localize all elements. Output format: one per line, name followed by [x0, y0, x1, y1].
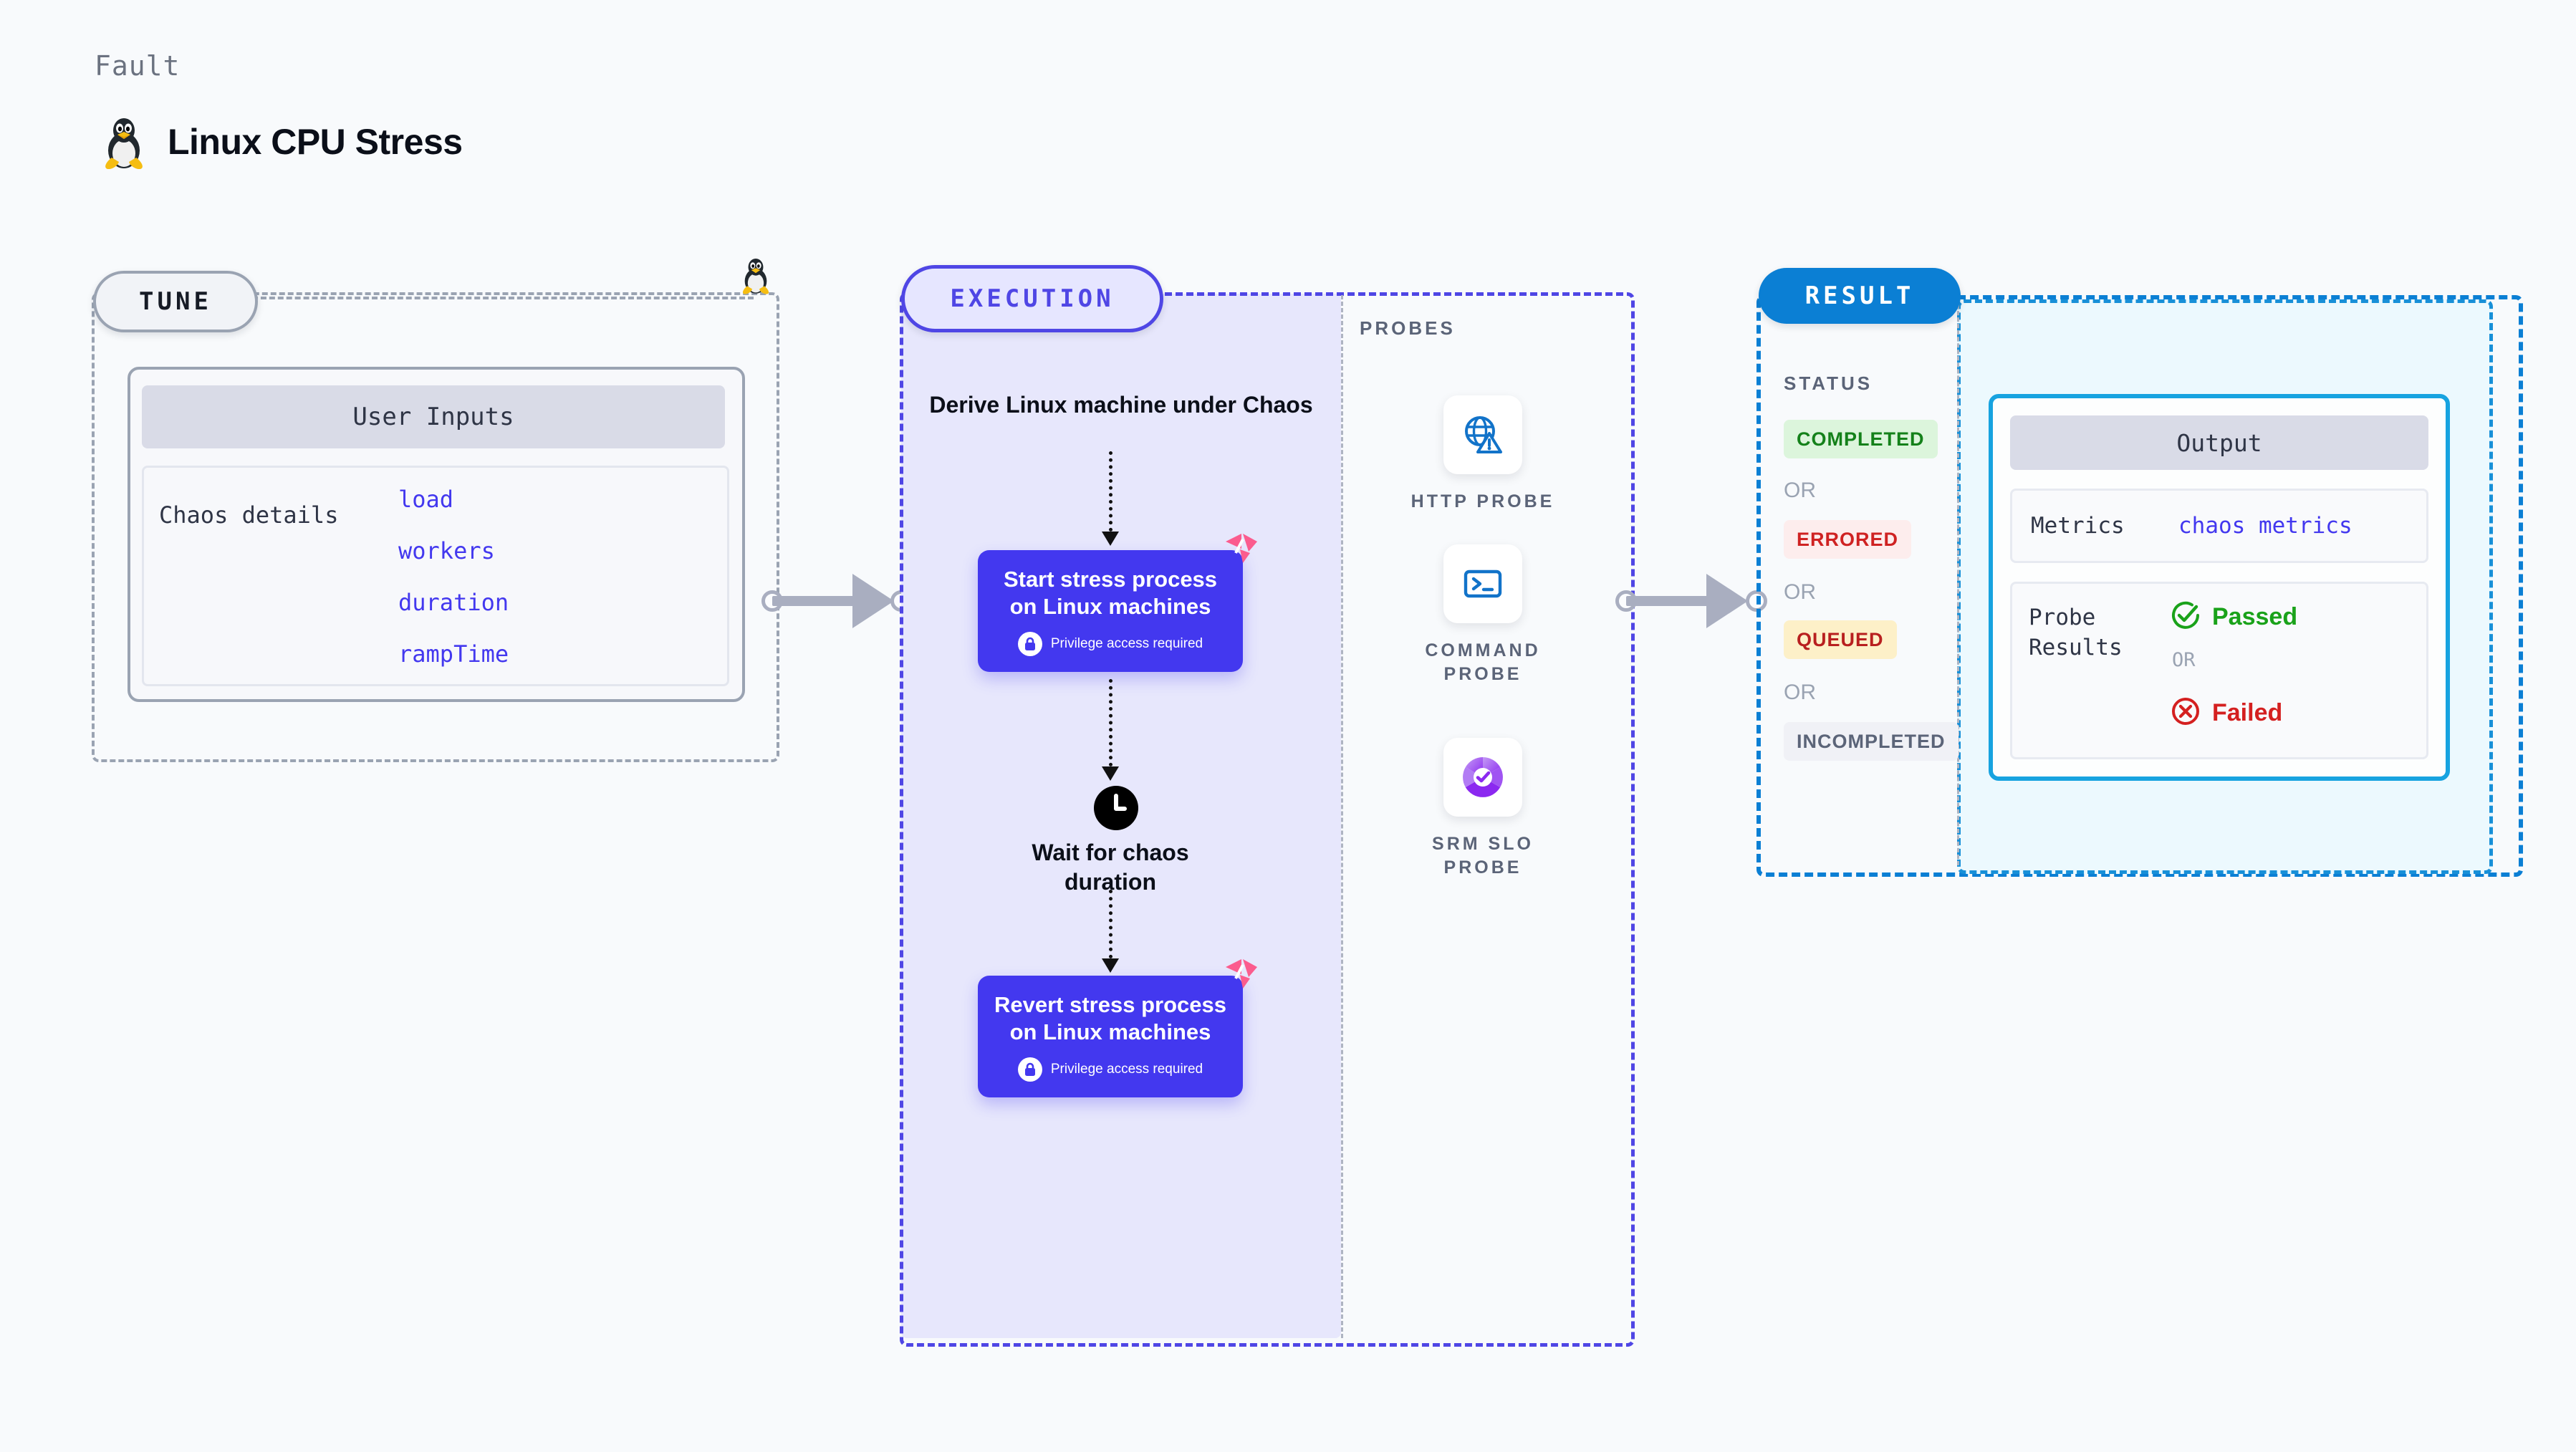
step-revert-stress[interactable]: Revert stress process on Linux machines …	[978, 959, 1257, 1097]
flow-arrow-line-1	[1109, 451, 1112, 532]
execution-section-pill[interactable]: EXECUTION	[901, 265, 1163, 332]
wait-duration-label: Wait for chaos duration	[1032, 840, 1189, 895]
harness-logo-icon	[1221, 530, 1259, 571]
chaos-details-label: Chaos details	[159, 501, 339, 529]
linux-tux-icon	[739, 255, 772, 299]
tune-param-ramptime[interactable]: rampTime	[398, 640, 509, 668]
status-badge-completed: COMPLETED	[1784, 420, 1938, 458]
status-badge-queued: QUEUED	[1784, 620, 1897, 659]
probe-result-passed: Passed	[2171, 600, 2297, 634]
probes-section-label: PROBES	[1360, 317, 1456, 339]
status-or-label-1: OR	[1784, 479, 1816, 502]
globe-warning-icon	[1443, 395, 1522, 474]
status-section-label: STATUS	[1784, 372, 1873, 394]
tune-section-pill[interactable]: TUNE	[93, 271, 258, 332]
connector-arrowhead	[1706, 574, 1748, 628]
output-probe-results-row	[2010, 582, 2428, 759]
linux-tux-icon	[100, 115, 148, 169]
flow-arrow-head-3	[1102, 958, 1119, 973]
connector-line	[772, 596, 865, 606]
derive-machine-label: Derive Linux machine under Chaos	[929, 392, 1313, 418]
clock-icon	[1094, 786, 1138, 834]
probe-label: COMMAND PROBE	[1425, 640, 1541, 684]
flow-arrow-line-3	[1109, 890, 1112, 958]
metrics-value[interactable]: chaos metrics	[2178, 513, 2352, 539]
status-or-label-3: OR	[1784, 681, 1816, 704]
failed-label: Failed	[2212, 699, 2283, 726]
result-section-pill[interactable]: RESULT	[1759, 268, 1961, 324]
step-note-text: Privilege access required	[1050, 635, 1203, 651]
connector-line	[1626, 596, 1719, 606]
probe-label: HTTP PROBE	[1410, 491, 1555, 511]
lock-icon	[1017, 1057, 1042, 1082]
tune-dashed-leader	[252, 297, 754, 299]
probe-srm-slo[interactable]: SRM SLO PROBE	[1397, 738, 1569, 879]
flow-arrow-head-1	[1102, 532, 1119, 546]
fault-kicker-label: Fault	[95, 50, 181, 82]
tune-param-duration[interactable]: duration	[398, 589, 509, 616]
flow-arrow-head-2	[1102, 766, 1119, 781]
step-start-stress[interactable]: Start stress process on Linux machines P…	[978, 534, 1257, 672]
x-circle-icon	[2171, 696, 2201, 730]
probe-command[interactable]: COMMAND PROBE	[1397, 544, 1569, 686]
page-title: Linux CPU Stress	[168, 122, 463, 162]
result-status-output-divider	[1957, 298, 1959, 865]
user-inputs-header: User Inputs	[142, 385, 725, 448]
passed-label: Passed	[2212, 603, 2298, 630]
output-metrics-row: Metrics chaos metrics	[2010, 489, 2428, 563]
metrics-label: Metrics	[2031, 513, 2125, 539]
status-badge-incompleted: INCOMPLETED	[1784, 722, 1959, 761]
probe-label: SRM SLO PROBE	[1432, 834, 1534, 878]
status-or-label-2: OR	[1784, 580, 1816, 604]
step-note-text: Privilege access required	[1050, 1061, 1203, 1077]
probe-result-failed: Failed	[2171, 696, 2282, 730]
output-card-title: Output	[2010, 415, 2428, 470]
lock-icon	[1017, 631, 1042, 656]
step-privilege-note: Privilege access required	[1017, 1057, 1203, 1082]
execution-probes-divider	[1341, 295, 1343, 1338]
harness-logo-icon	[1221, 956, 1259, 996]
flow-arrow-line-2	[1109, 679, 1112, 766]
step-title: Revert stress process on Linux machines	[994, 992, 1226, 1044]
fault-title-row: Linux CPU Stress	[100, 115, 463, 169]
probe-result-or-label: OR	[2172, 649, 2196, 671]
status-badge-errored: ERRORED	[1784, 520, 1912, 559]
tune-parameter-list: load workers duration rampTime	[398, 486, 509, 668]
tune-card-body	[142, 466, 729, 686]
step-privilege-note: Privilege access required	[1017, 631, 1203, 656]
connector-arrowhead	[852, 574, 894, 628]
tune-param-workers[interactable]: workers	[398, 537, 495, 564]
step-title: Start stress process on Linux machines	[1003, 567, 1218, 619]
probe-http[interactable]: HTTP PROBE	[1397, 395, 1569, 514]
slo-donut-check-icon	[1443, 738, 1522, 817]
tune-param-load[interactable]: load	[398, 486, 454, 513]
tune-section-frame	[92, 292, 779, 762]
check-circle-icon	[2171, 600, 2201, 634]
execution-section-frame	[900, 292, 1635, 1347]
terminal-prompt-icon	[1443, 544, 1522, 623]
result-section-frame	[1756, 295, 2523, 877]
